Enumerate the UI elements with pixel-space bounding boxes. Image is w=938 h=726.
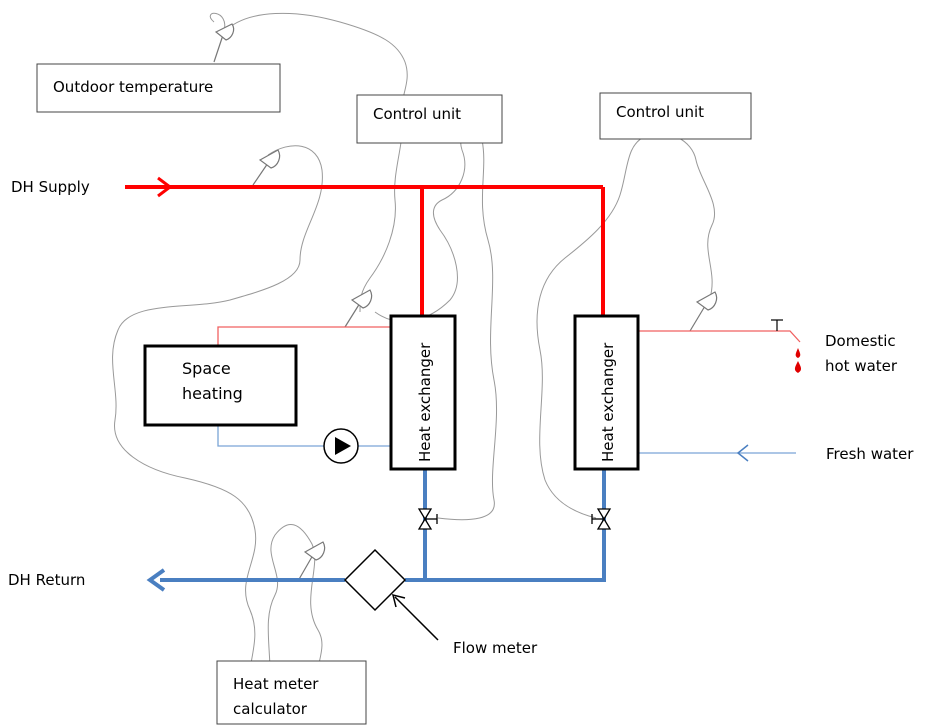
fresh-water-arrow-icon [736,444,749,462]
pump-icon [323,428,359,464]
control-unit-1-box: Control unit [356,94,503,144]
primary-pipes [125,185,606,582]
hx2-return-pipe [405,469,606,582]
space-heating-return-pipe [217,425,324,447]
space-heating-label-2: heating [182,384,243,403]
space-heating-box: Space heating [143,344,298,427]
heat-exchanger-2-box: Heat exchanger [573,314,640,471]
control-unit-2-label: Control unit [616,103,704,121]
control-unit-1-label: Control unit [373,105,461,123]
domestic-hot-water-label-1: Domestic [825,332,896,350]
fresh-water-label: Fresh water [826,445,914,463]
dh-return-label: DH Return [8,571,85,589]
dhw-pipe [638,330,801,343]
flow-meter-icon [343,548,407,612]
heat-meter-calculator-label-2: calculator [233,700,308,718]
sensor-dhw-icon [689,291,718,332]
outdoor-temperature-label: Outdoor temperature [53,78,213,96]
heat-exchanger-1-label: Heat exchanger [416,342,434,462]
heat-exchanger-2-label: Heat exchanger [599,342,617,462]
space-heating-supply-pipe [217,326,390,346]
secondary-pipes [217,326,801,454]
outdoor-temperature-box: Outdoor temperature [36,63,281,113]
flow-meter-pointer [391,593,439,641]
supply-arrow-icon [157,176,173,198]
dh-supply-label: DH Supply [11,178,90,196]
wire-dh-supply-sensor [112,145,323,691]
domestic-hot-water-label-2: hot water [825,357,898,375]
sensor-outdoor-icon [213,23,235,63]
sensors [213,23,718,582]
flow-meter-label: Flow meter [453,639,538,657]
wire-outdoor-sensor [223,12,408,313]
droplet-icon [794,348,802,373]
wire-outdoor-loop [209,12,226,33]
sensor-return-icon [297,541,326,582]
heat-meter-calculator-label-1: Heat meter [233,675,319,693]
return-arrow-icon [146,568,166,592]
sensor-space-heating-icon [344,289,373,328]
control-unit-2-box: Control unit [599,92,752,140]
sensor-supply-icon [252,149,281,186]
space-heating-label-1: Space [182,359,231,378]
heat-meter-calculator-box: Heat meter calculator [216,660,367,725]
heat-exchanger-1-box: Heat exchanger [389,314,457,471]
wire-dhw-loop [536,132,715,519]
valve-hx1-icon [417,508,438,530]
tap-icon [771,319,783,331]
wire-heat-meter-loop [267,524,323,691]
valve-hx2-icon [591,508,612,530]
